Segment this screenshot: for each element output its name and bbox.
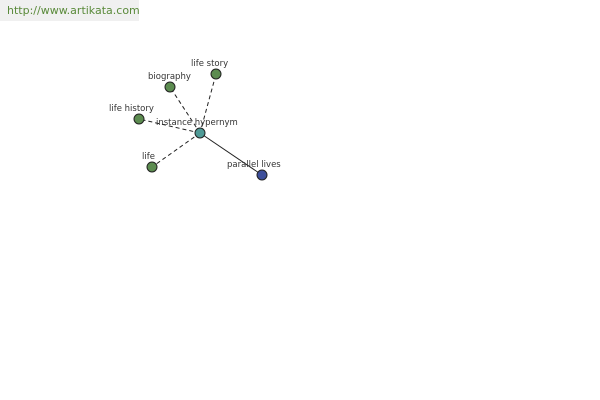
edge-biography (169, 86, 201, 134)
node-label-life-history[interactable]: life history (109, 104, 154, 114)
edge-parallel-lives (199, 132, 263, 176)
node-label-center[interactable]: instance hypernym (156, 118, 238, 128)
node-life-history[interactable] (133, 113, 145, 125)
url-banner: http://www.artikata.com (0, 0, 140, 21)
node-life-story[interactable] (210, 68, 222, 80)
node-life[interactable] (146, 161, 158, 173)
node-label-life[interactable]: life (142, 152, 155, 162)
node-label-biography[interactable]: biography (148, 72, 191, 82)
node-parallel-lives[interactable] (256, 169, 268, 181)
node-label-parallel-lives[interactable]: parallel lives (227, 160, 281, 170)
node-biography[interactable] (164, 81, 176, 93)
edge-life-history (138, 118, 201, 134)
site-url[interactable]: http://www.artikata.com (7, 4, 140, 17)
node-label-life-story[interactable]: life story (191, 59, 228, 69)
edge-life (151, 132, 201, 168)
node-center[interactable] (194, 127, 206, 139)
edge-life-story (199, 73, 217, 134)
